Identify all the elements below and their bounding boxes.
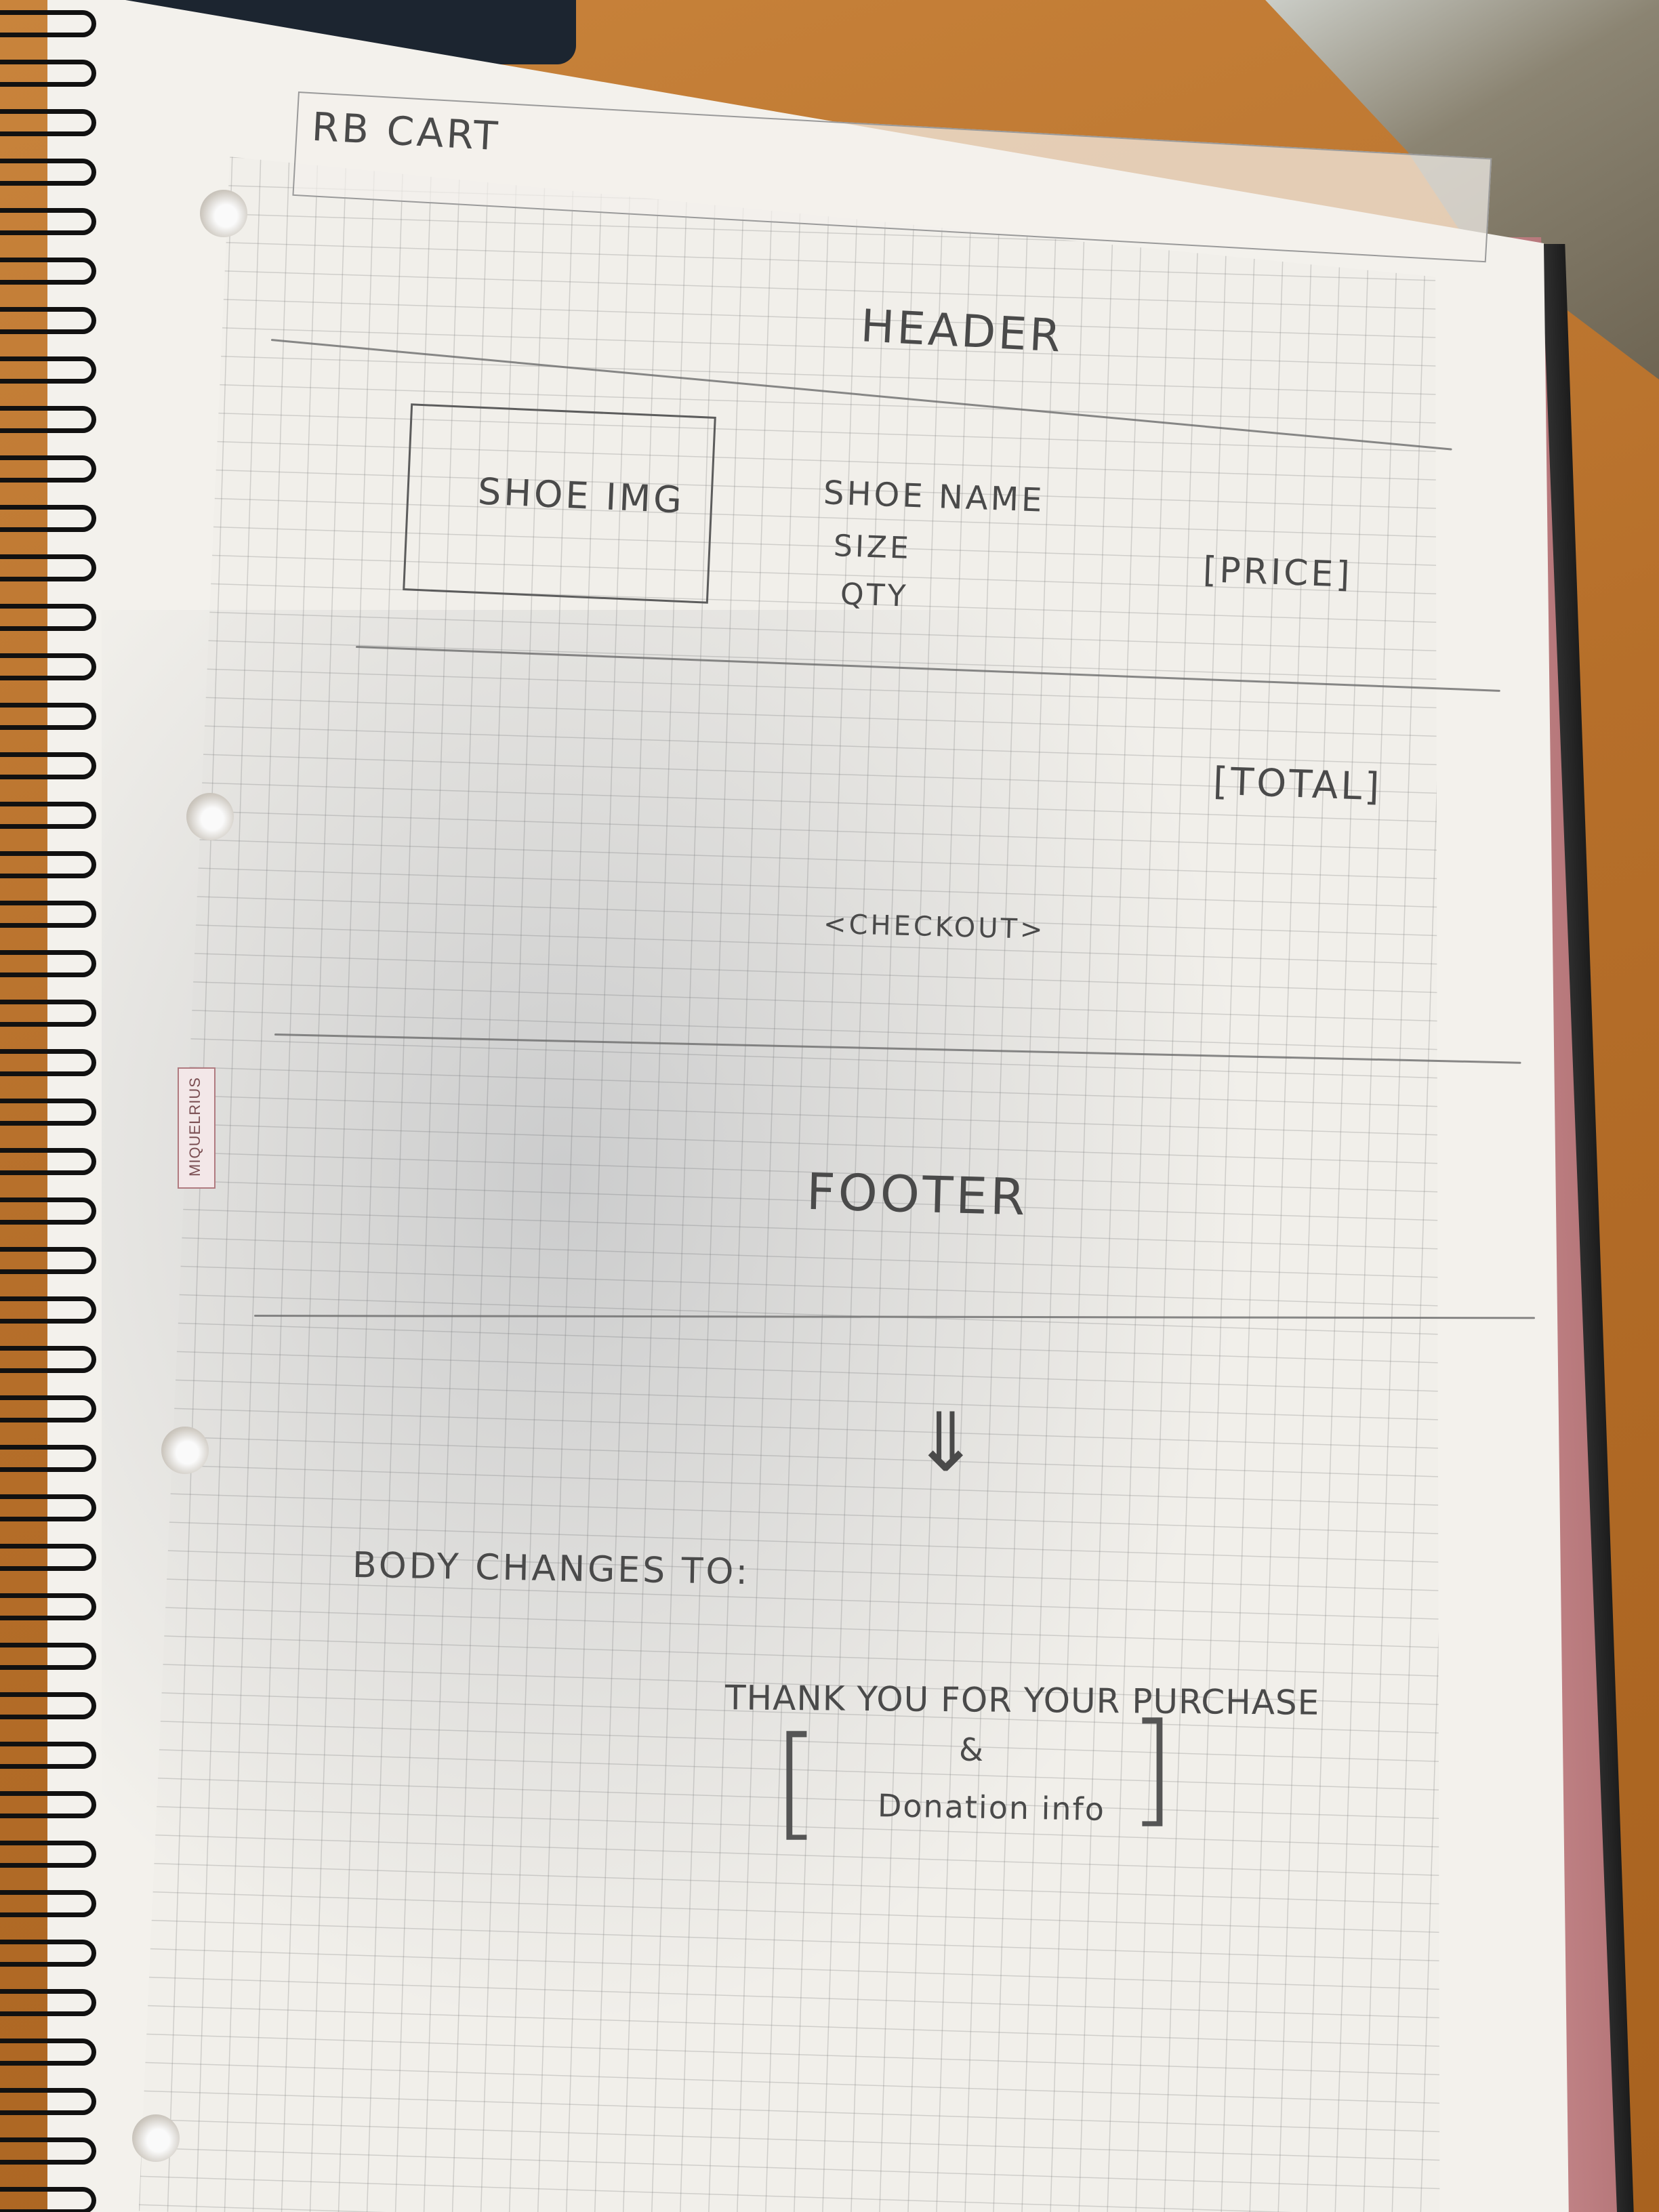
binding-ring — [0, 208, 96, 235]
binding-ring — [0, 1890, 96, 1917]
binding-ring — [0, 1395, 96, 1422]
binding-ring — [0, 258, 96, 285]
binding-ring — [0, 2088, 96, 2115]
ampersand: & — [959, 1732, 986, 1768]
header-label: HEADER — [859, 300, 1065, 363]
down-arrow-icon: ⇓ — [912, 1396, 980, 1490]
footer-label: FOOTER — [805, 1162, 1029, 1227]
binding-ring — [0, 2137, 96, 2165]
binding-ring — [0, 159, 96, 186]
binding-ring — [0, 1296, 96, 1324]
binding-ring — [0, 1593, 96, 1620]
binding-ring — [0, 802, 96, 829]
binding-ring — [0, 1494, 96, 1521]
binding-ring — [0, 604, 96, 631]
binding-ring — [0, 554, 96, 581]
punch-hole — [161, 1427, 209, 1474]
page-title: RB CART — [310, 103, 501, 160]
punch-hole — [132, 2114, 180, 2162]
shoe-size-label: SIZE — [833, 529, 912, 566]
binding-ring — [0, 1841, 96, 1868]
body-changes-label: BODY CHANGES TO: — [352, 1544, 751, 1593]
left-bracket: [ — [773, 1711, 821, 1853]
binding-ring — [0, 1791, 96, 1818]
binding-ring — [0, 1742, 96, 1769]
binding-ring — [0, 901, 96, 928]
binding-ring — [0, 356, 96, 384]
binding-ring — [0, 653, 96, 680]
punch-hole — [200, 190, 247, 237]
price-placeholder: [PRICE] — [1202, 550, 1353, 596]
binding-ring — [0, 1099, 96, 1126]
binding-ring — [0, 1000, 96, 1027]
binding-ring — [0, 505, 96, 532]
shoe-image-label: SHOE IMG — [476, 470, 686, 522]
binding-ring — [0, 10, 96, 37]
binding-ring — [0, 1544, 96, 1571]
binding-ring — [0, 752, 96, 779]
binding-ring — [0, 1989, 96, 2016]
binding-ring — [0, 851, 96, 878]
total-placeholder: [TOTAL] — [1212, 759, 1383, 810]
binding-ring — [0, 1247, 96, 1274]
binding-ring — [0, 1940, 96, 1967]
binding-ring — [0, 1346, 96, 1373]
binding-ring — [0, 2039, 96, 2066]
binding-ring — [0, 1692, 96, 1719]
binding-ring — [0, 109, 96, 136]
binding-ring — [0, 1197, 96, 1225]
binding-ring — [0, 307, 96, 334]
binding-ring — [0, 703, 96, 730]
binding-ring — [0, 60, 96, 87]
shoe-qty-label: QTY — [840, 577, 909, 614]
binding-ring — [0, 2187, 96, 2212]
binding-ring — [0, 1445, 96, 1472]
brand-strip — [178, 1067, 216, 1189]
donation-info-text: Donation info — [877, 1787, 1106, 1828]
shoe-name-label: SHOE NAME — [823, 474, 1046, 520]
binding-ring — [0, 1643, 96, 1670]
binding-ring — [0, 406, 96, 433]
binding-ring — [0, 950, 96, 977]
binding-ring — [0, 1049, 96, 1076]
brand-label: MIQUELRIUS — [186, 1077, 203, 1176]
right-bracket: ] — [1128, 1698, 1176, 1839]
hand-shadow — [102, 610, 1254, 2033]
binding-ring — [0, 1148, 96, 1175]
punch-hole — [186, 793, 234, 840]
binding-ring — [0, 455, 96, 483]
checkout-button-sketch: <CHECKOUT> — [823, 908, 1046, 946]
